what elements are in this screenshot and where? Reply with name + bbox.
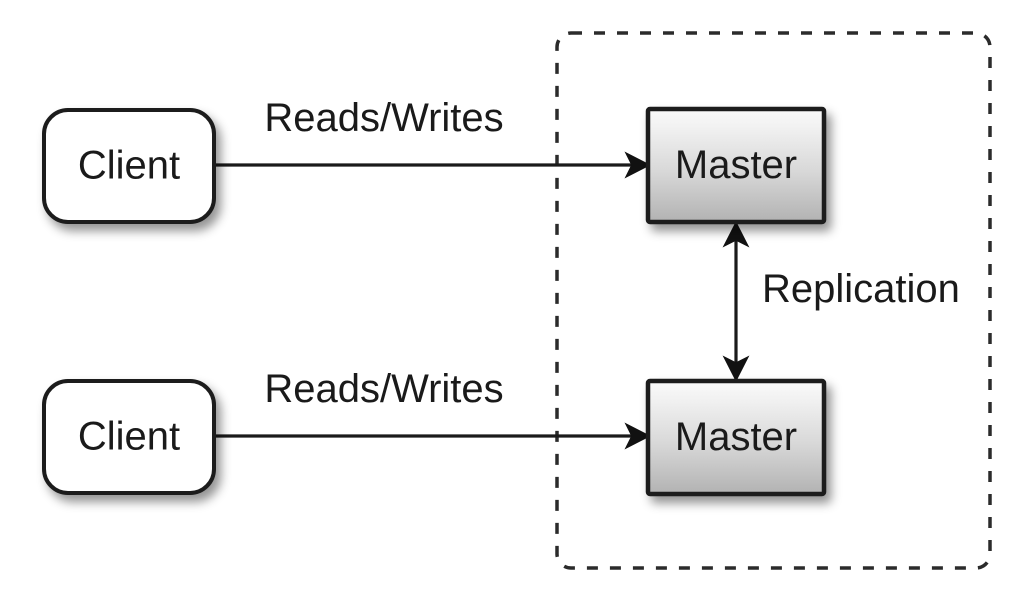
edge-label-replication: Replication [762,267,960,311]
node-master-top[interactable]: Master [645,106,827,225]
node-label-client-top: Client [78,144,180,188]
node-client-bottom[interactable]: Client [42,379,216,495]
edge-label-reads-writes-bottom: Reads/Writes [264,367,503,411]
replication-cluster-boundary [555,31,992,570]
node-client-top[interactable]: Client [42,108,216,224]
node-label-master-bottom: Master [675,415,797,459]
node-master-bottom[interactable]: Master [645,378,827,497]
node-label-master-top: Master [675,143,797,187]
node-label-client-bottom: Client [78,415,180,459]
edge-label-reads-writes-top: Reads/Writes [264,96,503,140]
